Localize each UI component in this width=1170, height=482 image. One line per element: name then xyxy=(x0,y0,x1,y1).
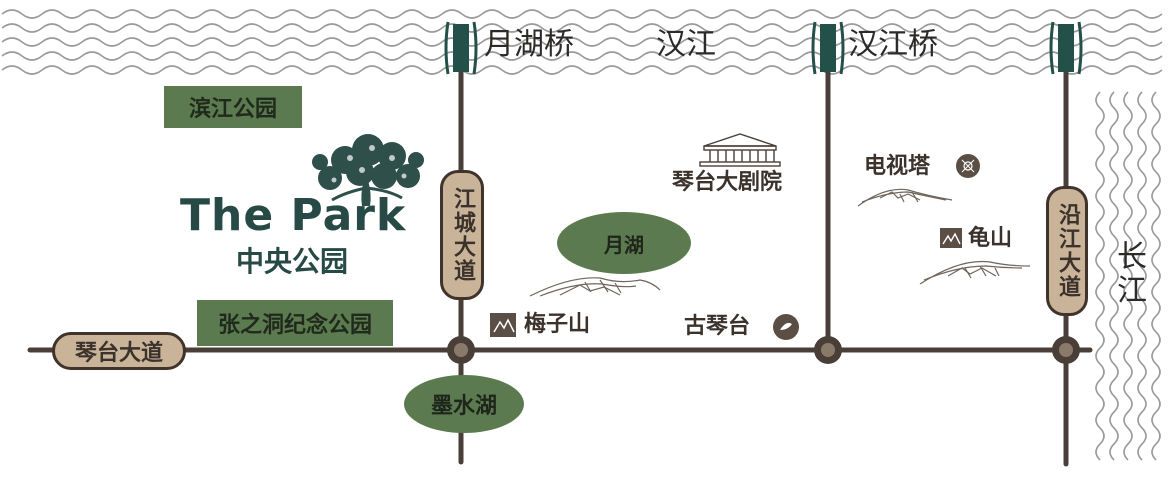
mountain-sketch-tvtower xyxy=(857,188,953,207)
brand-name-cn: 中央公园 xyxy=(236,245,349,278)
meizi-mountain-icon xyxy=(490,313,516,337)
guqintai-icon xyxy=(773,314,799,340)
zhangzhidong-park-label: 张之洞纪念公园 xyxy=(197,300,393,346)
bridge-markers xyxy=(444,21,1083,75)
meizi-mountain-label: 梅子山 xyxy=(524,312,591,337)
yue-lake: 月湖 xyxy=(557,212,691,274)
qintai-avenue-pill: 琴台大道 xyxy=(52,332,186,370)
yangtze-label: 长江 xyxy=(1111,240,1146,308)
hanjiang-bridge-label: 汉江桥 xyxy=(848,27,938,62)
mountain-sketch-guishan xyxy=(919,260,1031,285)
yuehu-bridge-marker xyxy=(444,21,478,75)
tv-tower-label: 电视塔 xyxy=(864,154,931,179)
yangtze-waves xyxy=(1095,91,1161,461)
han-river-waves xyxy=(1,9,1163,75)
qintai-theatre-label: 琴台大剧院 xyxy=(672,170,783,195)
yanjiang-avenue-pill: 沿江大道 xyxy=(1046,186,1088,316)
gui-mountain-icon xyxy=(940,228,962,248)
jiangcheng-avenue-pill: 江城大道 xyxy=(440,170,484,300)
tv-tower-icon xyxy=(956,154,980,178)
guqintai-label: 古琴台 xyxy=(684,314,751,339)
brand-name: The Park xyxy=(180,190,407,241)
intersection-nodes xyxy=(447,336,1080,364)
moshui-lake: 墨水湖 xyxy=(404,375,524,433)
binjiang-park-label: 滨江公园 xyxy=(164,86,302,128)
theatre-icon xyxy=(699,133,781,167)
tree-logo-highlights xyxy=(331,145,407,183)
yuehu-bridge-label: 月湖桥 xyxy=(484,27,574,62)
gui-mountain-label: 龟山 xyxy=(968,226,1013,251)
hanjiang-bridge-marker xyxy=(811,21,845,75)
yanjiang-bridge-marker xyxy=(1049,21,1083,75)
mountain-sketch-yuehu xyxy=(529,277,661,297)
han-river-label: 汉江 xyxy=(656,27,716,62)
